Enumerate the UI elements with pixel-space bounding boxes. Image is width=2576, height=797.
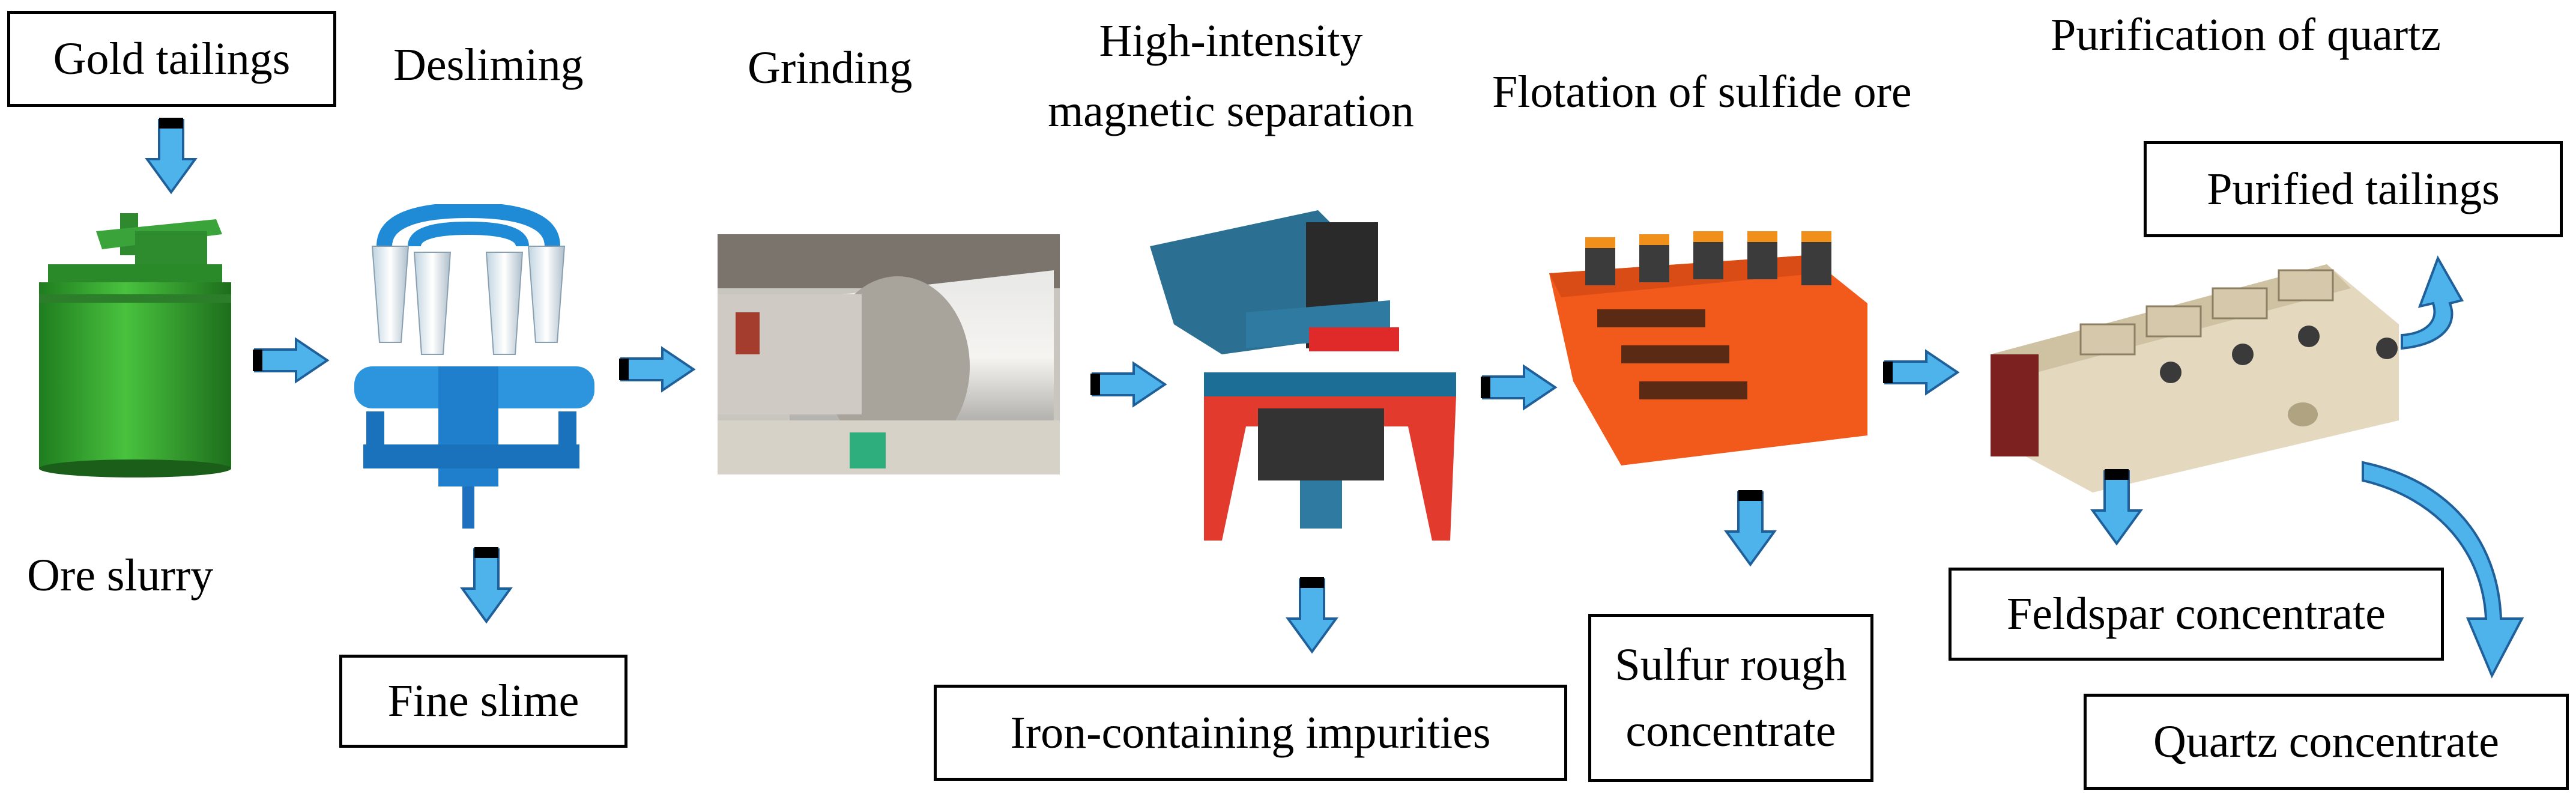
arrow-to-iron-impurities: [1286, 577, 1338, 654]
ore-slurry-label: Ore slurry: [27, 550, 214, 601]
fine-slime-box: Fine slime: [339, 655, 627, 748]
sulfur-rough-concentrate-box: Sulfur rough concentrate: [1588, 614, 1873, 782]
arrow-to-feldspar: [2090, 469, 2143, 546]
agitation-tank-image: [39, 213, 231, 477]
arrow-gold-to-tank: [145, 118, 198, 195]
magnetic-separator-image: [1150, 210, 1456, 541]
arrow-to-purified-tailings: [2401, 255, 2464, 350]
arrow-to-sulfur: [1724, 490, 1777, 567]
arrow-to-desliming: [253, 337, 330, 384]
iron-impurities-box: Iron-containing impurities: [934, 685, 1567, 781]
arrow-to-grinding: [619, 346, 696, 393]
stage-title-flotation: Flotation of sulfide ore: [1492, 67, 1912, 117]
stage-title-magnetic-separation: High-intensity magnetic separation: [991, 15, 1471, 138]
stage-title-magnetic-line1: High-intensity: [1099, 16, 1363, 66]
quartz-concentrate-box: Quartz concentrate: [2084, 694, 2569, 790]
arrow-to-flotation: [1481, 364, 1558, 411]
arrow-to-quartz-concentrate: [2362, 461, 2524, 679]
gold-tailings-box: Gold tailings: [7, 11, 336, 107]
ball-mill-image: [718, 234, 1060, 474]
sulfur-line1: Sulfur rough: [1615, 639, 1847, 690]
sulfur-line2: concentrate: [1625, 706, 1836, 756]
arrow-to-fine-slime: [460, 547, 513, 624]
arrow-to-purification: [1883, 349, 1960, 396]
stage-title-grinding: Grinding: [748, 43, 913, 93]
stage-title-purification: Purification of quartz: [2051, 10, 2441, 60]
arrow-to-magnetic: [1090, 361, 1167, 408]
quartz-flotation-machine-image: [1991, 264, 2399, 492]
stage-title-desliming: Desliming: [393, 40, 584, 90]
feldspar-concentrate-box: Feldspar concentrate: [1949, 568, 2444, 661]
stage-title-magnetic-line2: magnetic separation: [1048, 86, 1414, 137]
flotation-machine-image: [1549, 231, 1867, 465]
hydrocyclone-image: [354, 204, 594, 529]
purified-tailings-box: Purified tailings: [2144, 141, 2563, 237]
